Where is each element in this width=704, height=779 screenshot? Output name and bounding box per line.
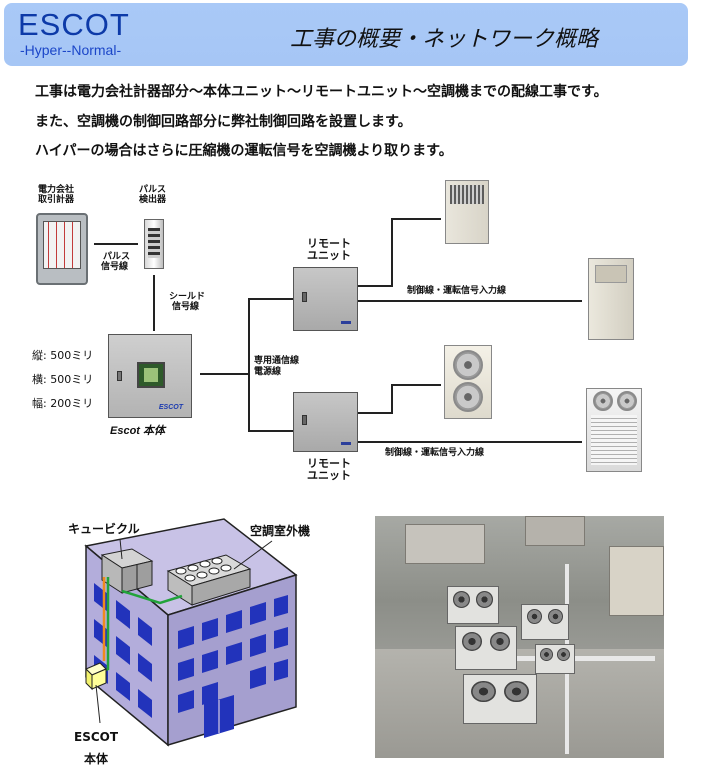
indoor-ac-panel [595,265,627,283]
photo-building-3 [609,546,664,616]
remote-unit-1-label-2: ユニット [307,249,351,262]
logo: ESCOT [18,7,130,42]
remote-unit-1-image [293,267,358,331]
remote-2-to-ac-3-vertical [391,384,393,414]
pulse-label-1: パルス [139,185,167,195]
bus-to-remote-2 [248,430,293,432]
photo-ac-unit-4 [521,604,569,640]
remote-unit-2-label-2: ユニット [307,469,351,482]
remote-1-to-ac-1-vertical [391,218,393,287]
ac-4-grille [591,415,637,465]
outdoor-ac-unit-4-image [586,388,642,472]
escot-main-label: Escot 本体 [110,425,166,437]
building-illustration: キュービクル 空調室外機 ESCOT 本体 [50,511,330,773]
shield-signal-line [153,275,155,331]
rooftop-photo [375,516,664,758]
photo-building-2 [525,516,585,546]
remote-unit-1-label-1: リモート [307,237,351,250]
remote-2-to-ac-3-horizontal [358,412,392,414]
pulse-line-label-1: パルス [103,252,131,262]
escot-main-unit-image: ESCOT [108,334,192,418]
meter-label-2: 取引計器 [38,195,75,205]
remote-1-to-ac-1-horizontal [358,285,392,287]
remote-unit-2-tag [341,442,351,445]
shield-label-2: 信号線 [172,302,200,312]
control-line-label-1: 制御線・運転信号入力線 [407,286,507,296]
remote-unit-2-label-1: リモート [307,457,351,470]
photo-ac-unit-1 [447,586,499,624]
main-output-line [200,373,249,375]
pulse-signal-line [94,243,138,245]
ac-3-fan-bottom [453,382,483,412]
remote-unit-1-tag [341,321,351,324]
shield-label-1: シールド [169,292,206,302]
meter-label-1: 電力会社 [38,185,75,195]
pulse-label-2: 検出器 [139,195,167,205]
remote-unit-2-handle [302,415,307,425]
building-escot-label-2: 本体 [84,752,109,766]
cubicle-label: キュービクル [68,522,140,536]
bus-to-remote-1 [248,298,293,300]
remote-unit-2-image [293,392,358,452]
outdoor-ac-unit-3-image [444,345,492,419]
intro-line-2: また、空調機の制御回路部分に弊社制御回路を設置します。 [35,114,412,130]
pulse-detector-image [144,219,164,269]
building-svg [84,518,298,747]
photo-rail-horizontal [495,656,655,661]
photo-ac-unit-5 [535,644,575,674]
photo-ac-unit-2 [455,626,517,670]
photo-ac-unit-3 [463,674,537,724]
dimension-depth: 幅: 200ミリ [32,397,94,410]
dedicated-line-label-1: 専用通信線 [254,356,300,366]
main-unit-handle [117,371,122,381]
main-unit-brand: ESCOT [158,404,183,411]
control-line-label-2: 制御線・運転信号入力線 [385,448,485,458]
dedicated-line-label-2: 電源線 [254,367,282,377]
remote-1-control-line [358,300,582,302]
remote-1-to-ac-1-top [391,218,441,220]
ac-3-fan-top [453,350,483,380]
page-title: 工事の概要・ネットワーク概略 [290,27,599,52]
remote-2-to-ac-3-top [391,384,441,386]
pulse-line-label-2: 信号線 [101,262,129,272]
remote-2-control-line [358,441,582,443]
dimension-width: 横: 500ミリ [32,373,94,386]
ac-4-fan-right [617,391,637,411]
main-unit-screen [137,362,165,388]
header-banner: ESCOT -Hyper--Normal- 工事の概要・ネットワーク概略 [4,3,688,66]
meter-face [43,221,81,269]
ac-4-fan-left [593,391,613,411]
bus-vertical-line [248,298,250,431]
building-escot-label-1: ESCOT [74,730,119,744]
indoor-ac-unit-2-image [588,258,634,340]
outdoor-unit-label: 空調室外機 [250,524,311,538]
logo-subtitle: -Hyper--Normal- [20,42,122,58]
power-meter-image [36,213,88,285]
outdoor-ac-unit-1-image [445,180,489,244]
intro-line-1: 工事は電力会社計器部分～本体ユニット～リモートユニット～空調機までの配線工事です… [35,84,608,100]
dimension-height: 縦: 500ミリ [32,349,94,362]
remote-unit-1-handle [302,292,307,302]
intro-line-3: ハイパーの場合はさらに圧縮機の運転信号を空調機より取ります。 [35,143,453,159]
photo-building-1 [405,524,485,564]
